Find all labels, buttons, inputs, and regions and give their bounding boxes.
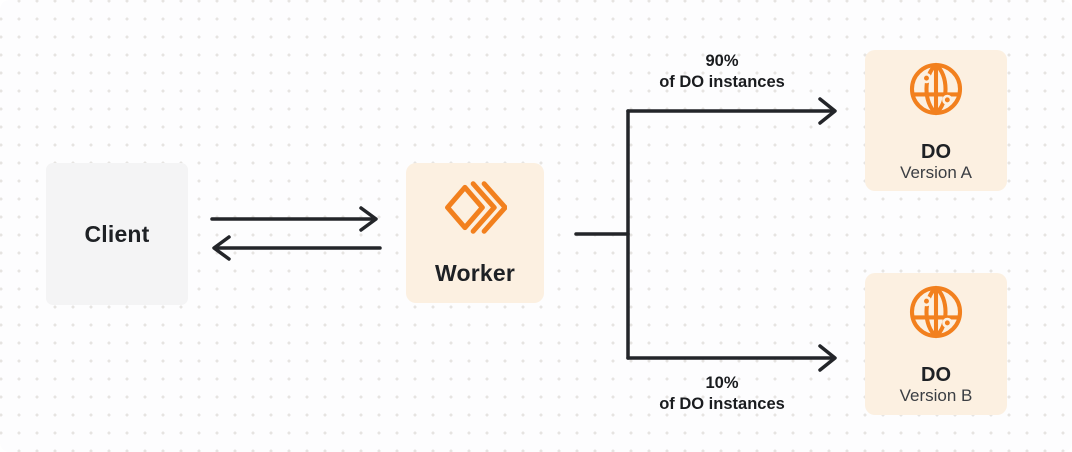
worker-label: Worker [434,260,516,286]
edge-caption-a: of DO instances [659,73,785,91]
arrow-worker-to-client [212,235,382,261]
do-a-subtitle: Version A [900,163,972,182]
branch-connector [574,109,630,360]
edge-percent-b: 10% [705,374,739,392]
client-label: Client [84,220,150,247]
workers-chevron-icon [443,181,507,234]
do-a-title: DO [921,141,951,163]
edge-label-version-a: 90% of DO instances [612,51,832,93]
edge-caption-b: of DO instances [659,395,785,413]
arrow-client-to-worker [210,206,378,232]
do-version-b-node: DO Version B [865,273,1007,415]
globe-icon [907,60,965,118]
do-b-title: DO [921,364,951,386]
arrow-to-version-a [626,97,837,125]
edge-label-version-b: 10% of DO instances [612,373,832,415]
globe-icon [907,283,965,341]
worker-node: Worker [406,163,544,303]
arrow-to-version-b [626,344,837,372]
do-b-subtitle: Version B [899,386,973,405]
do-version-a-node: DO Version A [865,50,1007,191]
edge-percent-a: 90% [705,52,739,70]
client-node: Client [46,163,188,305]
